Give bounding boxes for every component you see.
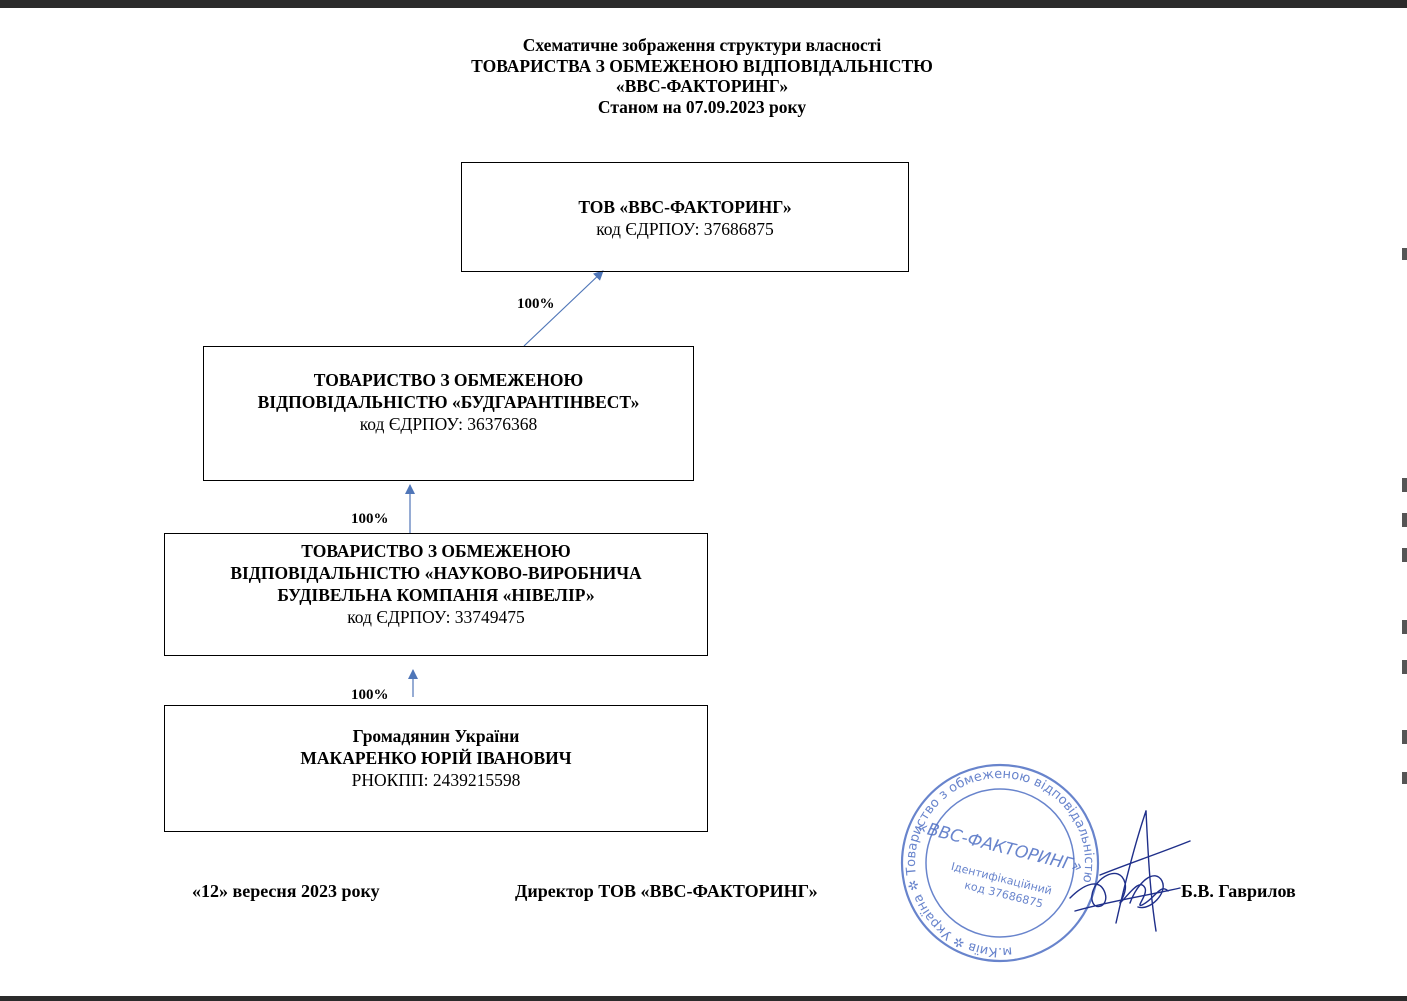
person-citizenship: Громадянин України — [352, 726, 520, 746]
entity-name-line-2: ВІДПОВІДАЛЬНІСТЮ «НАУКОВО-ВИРОБНИЧА — [230, 563, 642, 583]
signatory-position: Директор ТОВ «ВВС-ФАКТОРИНГ» — [515, 881, 818, 901]
entity-name-line-2: ВІДПОВІДАЛЬНІСТЮ «БУДГАРАНТІНВЕСТ» — [257, 392, 640, 412]
entity-name-line-1: ТОВАРИСТВО З ОБМЕЖЕНОЮ — [313, 370, 584, 390]
title-line-3: «ВВС-ФАКТОРИНГ» — [615, 76, 789, 96]
title-line-1: Схематичне зображення структури власност… — [522, 35, 882, 55]
company-seal-stamp: м.Київ ✲ Україна ✲ Товариство з обмежено… — [891, 755, 1108, 972]
entity-box-vvs-factoring: ТОВ «ВВС-ФАКТОРИНГ» код ЄДРПОУ: 37686875 — [461, 162, 909, 272]
arrow-budgarant-to-vvs — [523, 270, 604, 347]
entity-code: код ЄДРПОУ: 36376368 — [359, 414, 538, 434]
signing-date: «12» вересня 2023 року — [192, 881, 380, 901]
ownership-percent-budgarant: 100% — [517, 296, 555, 312]
entity-code: код ЄДРПОУ: 37686875 — [596, 219, 774, 239]
title-line-4: Станом на 07.09.2023 року — [597, 96, 807, 117]
entity-name-line-3: БУДІВЕЛЬНА КОМПАНІЯ «НІВЕЛІР» — [277, 585, 595, 605]
entity-name: ТОВ «ВВС-ФАКТОРИНГ» — [578, 197, 792, 217]
director-signature — [1069, 810, 1191, 932]
ownership-percent-nivelir: 100% — [351, 511, 389, 527]
entity-code: код ЄДРПОУ: 33749475 — [347, 607, 525, 627]
person-tax-id: РНОКПП: 2439215598 — [351, 770, 521, 790]
person-box-makarenko: Громадянин України МАКАРЕНКО ЮРІЙ ІВАНОВ… — [164, 705, 708, 832]
entity-box-nivelir: ТОВАРИСТВО З ОБМЕЖЕНОЮ ВІДПОВІДАЛЬНІСТЮ … — [164, 533, 708, 656]
title-line-2: ТОВАРИСТВА З ОБМЕЖЕНОЮ ВІДПОВІДАЛЬНІСТЮ — [471, 55, 933, 76]
entity-name-line-1: ТОВАРИСТВО З ОБМЕЖЕНОЮ — [301, 541, 571, 561]
signatory-name: Б.В. Гаврилов — [1181, 881, 1296, 901]
ownership-percent-makarenko: 100% — [351, 687, 389, 703]
person-name: МАКАРЕНКО ЮРІЙ ІВАНОВИЧ — [300, 748, 572, 768]
ownership-arrows — [405, 270, 604, 697]
document-title: Схематичне зображення структури власност… — [0, 35, 1398, 117]
adjacent-page-edge — [1398, 8, 1407, 996]
entity-box-budgarantinvest: ТОВАРИСТВО З ОБМЕЖЕНОЮ ВІДПОВІДАЛЬНІСТЮ … — [203, 346, 694, 481]
document-page: Схематичне зображення структури власност… — [0, 8, 1398, 996]
